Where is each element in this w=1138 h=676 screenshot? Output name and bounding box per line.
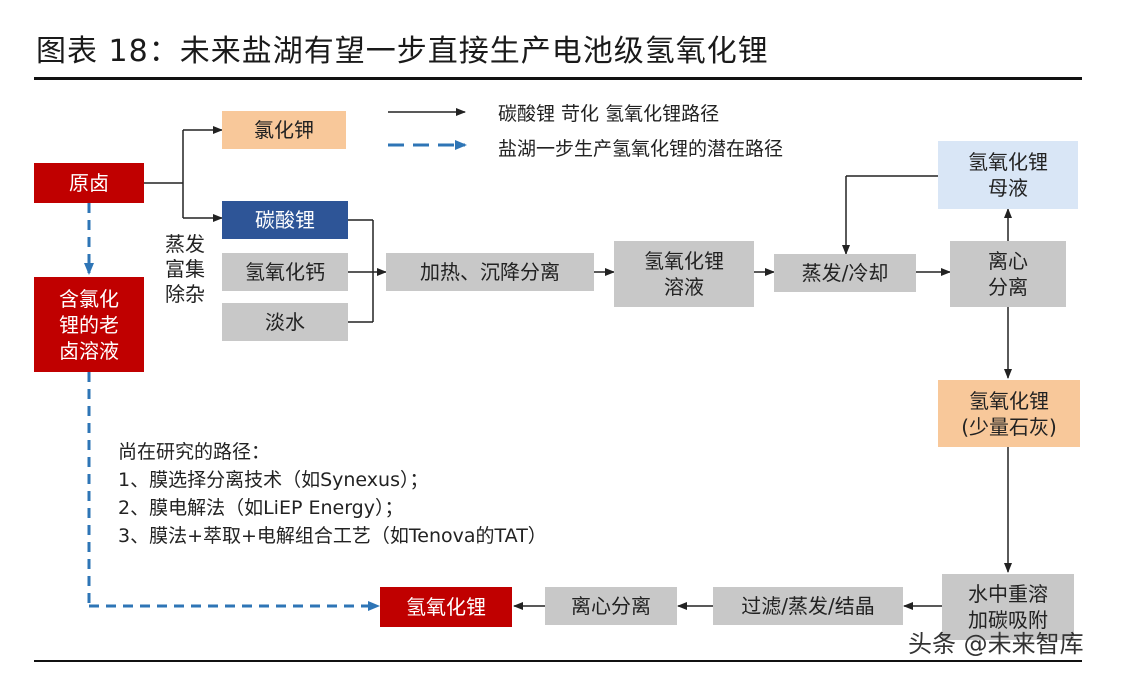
notes-item: 3、膜法+萃取+电解组合工艺（如Tenova的TAT）: [118, 525, 547, 547]
node-lioh-lime: 氢氧化锂 (少量石灰): [938, 380, 1080, 447]
node-old-brine: 含氯化 锂的老 卤溶液: [34, 277, 144, 372]
watermark: 头条 @未来智库: [908, 630, 1084, 658]
node-li2co3: 碳酸锂: [222, 201, 348, 239]
node-heat-separation: 加热、沉降分离: [386, 253, 594, 291]
node-redissolve: 水中重溶 加碳吸附: [942, 574, 1074, 640]
legend-solid-label: 碳酸锂 苛化 氢氧化锂路径: [498, 103, 720, 125]
node-lioh-final: 氢氧化锂: [380, 587, 512, 627]
legend-dashed-label: 盐湖一步生产氢氧化锂的潜在路径: [498, 138, 784, 160]
node-evap-cool: 蒸发/冷却: [774, 254, 916, 292]
notes-heading: 尚在研究的路径：: [118, 441, 271, 463]
node-filter-evap-crystal: 过滤/蒸发/结晶: [713, 587, 903, 625]
node-cacl2: 氢氧化钙: [222, 253, 348, 291]
node-yuanlu: 原卤: [34, 163, 144, 203]
page-title: 图表 18：未来盐湖有望一步直接生产电池级氢氧化锂: [36, 34, 769, 69]
top-divider: [34, 77, 1082, 80]
bottom-divider: [34, 660, 1082, 662]
notes-item: 2、膜电解法（如LiEP Energy）；: [118, 497, 404, 519]
node-centrifuge-2: 离心分离: [545, 587, 677, 625]
notes-item: 1、膜选择分离技术（如Synexus）；: [118, 469, 429, 491]
side-label-evap-enrich: 蒸发 富集 除杂: [165, 232, 205, 306]
node-lioh-solution: 氢氧化锂 溶液: [614, 241, 754, 307]
research-notes: 尚在研究的路径： 1、膜选择分离技术（如Synexus）； 2、膜电解法（如Li…: [118, 438, 547, 550]
node-mother-liquor: 氢氧化锂 母液: [938, 141, 1078, 209]
node-centrifuge-1: 离心 分离: [950, 241, 1066, 307]
node-water: 淡水: [222, 303, 348, 341]
node-kcl: 氯化钾: [222, 111, 346, 149]
